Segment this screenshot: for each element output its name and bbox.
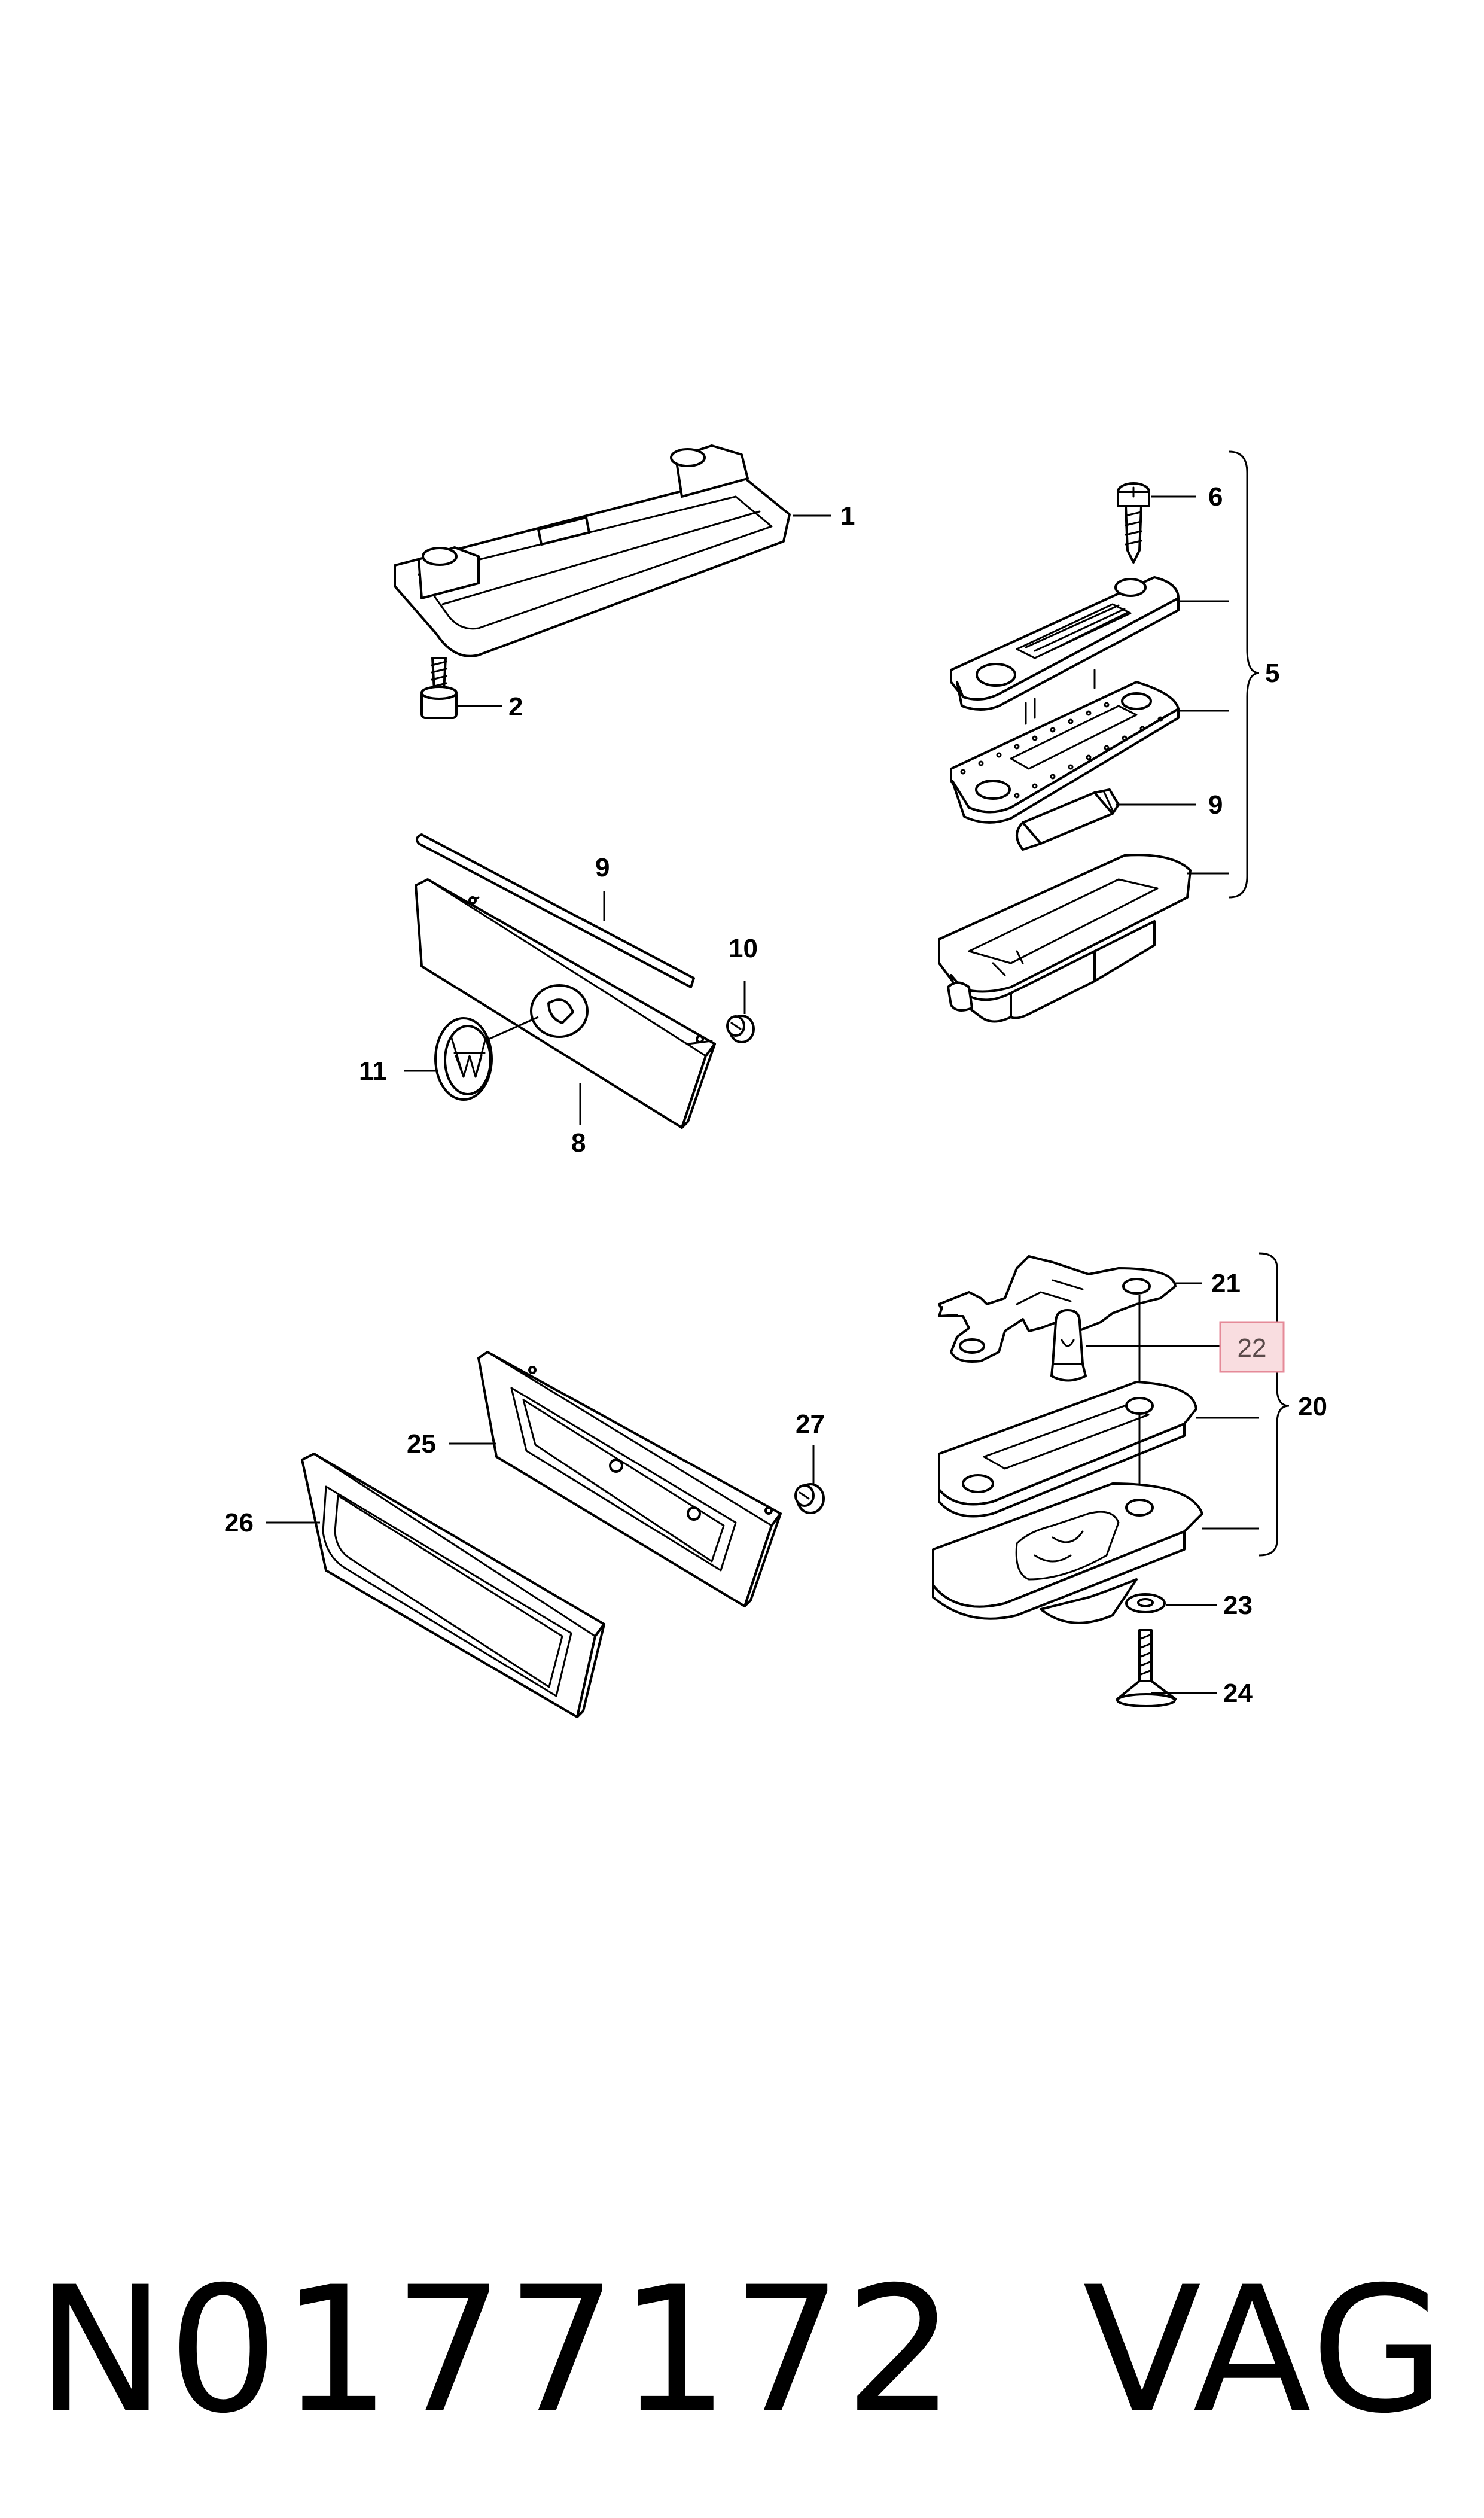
callout-23: 23 — [1223, 1591, 1253, 1620]
callout-27: 27 — [796, 1409, 825, 1439]
bracket-5 — [1229, 450, 1260, 899]
caption-row: N0177172 VAG — [36, 2261, 1448, 2441]
part-11-emblem — [434, 1017, 493, 1101]
callout-8: 8 — [571, 1128, 586, 1158]
part-24-screw — [1116, 1629, 1177, 1707]
part-8-trim-panel — [415, 878, 716, 1129]
callout-22: 22 — [1238, 1333, 1267, 1363]
callout-2: 2 — [508, 692, 523, 721]
part-10-clip — [726, 1015, 755, 1043]
callout-9-bulb: 9 — [1208, 790, 1223, 820]
bracket-20 — [1258, 1252, 1290, 1557]
part-1-handle-housing — [394, 444, 791, 657]
part-20-lens-base — [932, 1482, 1203, 1624]
part-number: N0177172 — [36, 2250, 958, 2452]
part-21-bracket — [938, 1255, 1177, 1363]
part-23-washer — [1125, 1593, 1166, 1613]
part-9-bulb — [1016, 788, 1120, 851]
callout-6: 6 — [1208, 482, 1223, 511]
callout-10: 10 — [729, 934, 758, 963]
callout-11: 11 — [359, 1056, 387, 1086]
part-25-inner-trim — [477, 1351, 782, 1607]
leader-11 — [404, 1016, 539, 1072]
part-5-gasket — [950, 681, 1180, 824]
part-9-seal-strip — [415, 833, 695, 988]
part-22-bulb — [1050, 1309, 1087, 1382]
part-5-lamp-housing — [938, 854, 1192, 1023]
callout-21: 21 — [1211, 1269, 1241, 1298]
callout-25: 25 — [407, 1429, 436, 1459]
part-27-clip — [794, 1483, 825, 1514]
part-26-outer-frame — [301, 1453, 605, 1718]
brand-label: VAG — [1083, 2250, 1448, 2452]
part-6-screw — [1117, 482, 1150, 564]
callout-24: 24 — [1223, 1679, 1253, 1708]
highlight-box-22 — [1219, 1321, 1285, 1373]
callout-5: 5 — [1265, 659, 1279, 688]
part-2-screw — [420, 657, 458, 719]
callout-9-seal: 9 — [595, 853, 610, 882]
part-5-lamp-cover — [950, 576, 1180, 725]
callout-1: 1 — [840, 501, 855, 531]
callout-20: 20 — [1298, 1392, 1327, 1421]
callout-26: 26 — [224, 1508, 254, 1537]
